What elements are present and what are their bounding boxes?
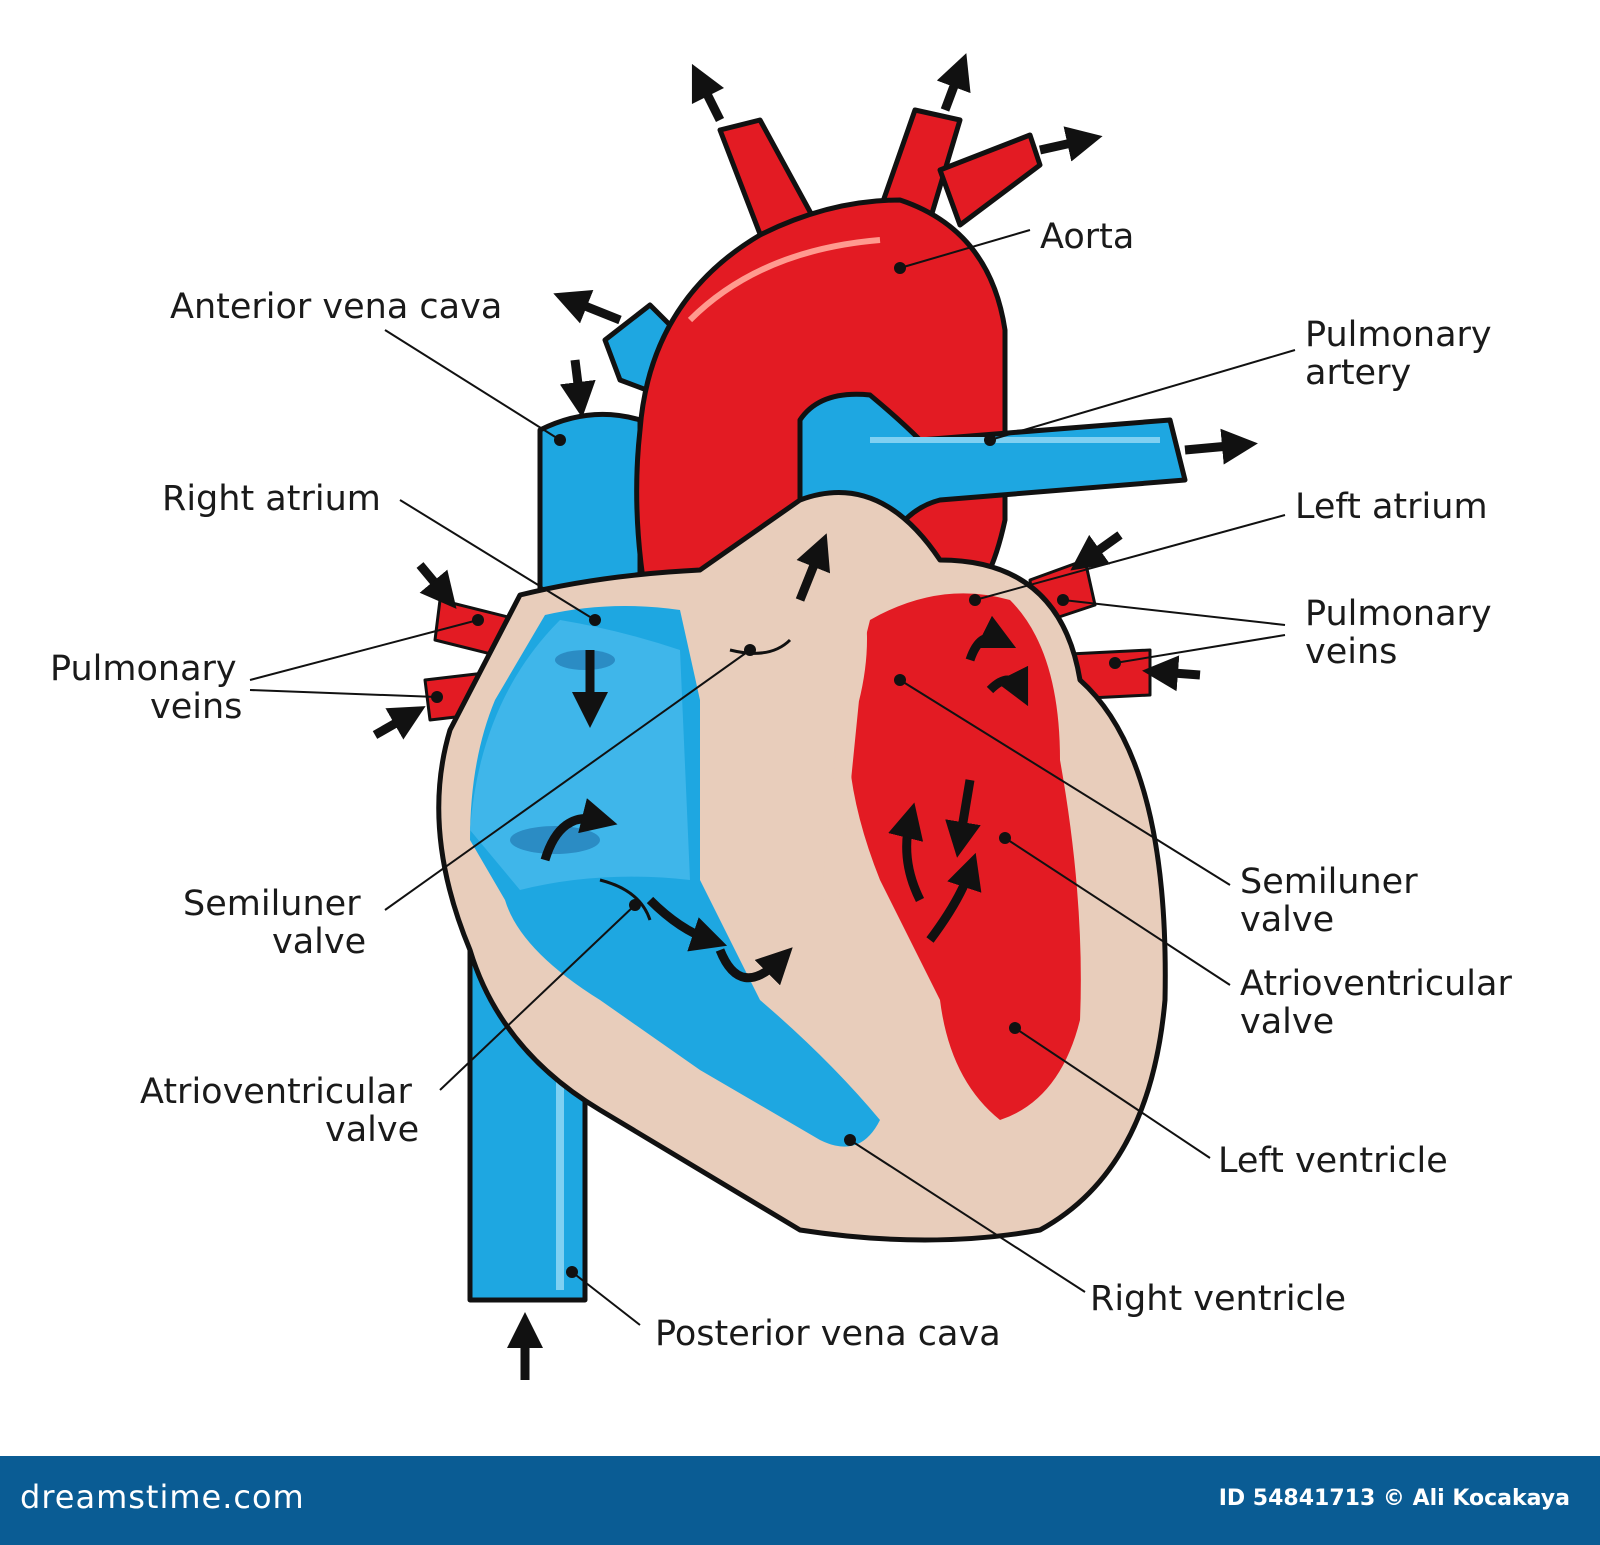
label-left-ventricle: Left ventricle (1218, 1141, 1448, 1181)
label-anterior-vena-cava: Anterior vena cava (170, 287, 502, 327)
av-valve-left-curve (599, 878, 652, 921)
label-pulmonary-artery-line2: artery (1305, 353, 1411, 393)
label-semilunar-left-line1: Semiluner (183, 884, 361, 924)
label-posterior-vena-cava: Posterior vena cava (655, 1314, 1001, 1354)
right-atrium-chamber (470, 620, 690, 890)
valve-disc-upper (555, 650, 615, 670)
label-pulmonary-veins-right-line1: Pulmonary (1305, 594, 1492, 634)
label-left-atrium: Left atrium (1295, 487, 1488, 527)
image-credit: ID 54841713 © Ali Kocakaya (1218, 1486, 1570, 1511)
label-right-ventricle: Right ventricle (1090, 1279, 1346, 1319)
label-av-valve-left-line1: Atrioventricular (140, 1072, 412, 1112)
label-pulmonary-veins-left-line1: Pulmonary (50, 649, 237, 689)
label-pulmonary-veins-right-line2: veins (1305, 632, 1397, 672)
label-av-valve-left-line2: valve (325, 1110, 419, 1150)
aorta-branch-3 (937, 132, 1043, 228)
leader-lines (249, 229, 1296, 1326)
label-av-valve-right-line1: Atrioventricular (1240, 964, 1512, 1004)
label-semilunar-right-line2: valve (1240, 900, 1334, 940)
watermark-brand: dreamstime.com (20, 1478, 305, 1516)
heart-illustration: Aorta Anterior vena cava Pulmonary arter… (50, 53, 1512, 1380)
semilunar-valve-right-curve (729, 638, 792, 655)
label-pulmonary-artery-line1: Pulmonary (1305, 315, 1492, 355)
label-av-valve-right-line2: valve (1240, 1002, 1334, 1042)
label-pulmonary-veins-left-line2: veins (150, 687, 242, 727)
flow-arrows (372, 53, 1258, 1380)
watermark-footer: dreamstime.com ID 54841713 © Ali Kocakay… (0, 1456, 1600, 1545)
septum (732, 546, 867, 901)
label-semilunar-right-line1: Semiluner (1240, 862, 1418, 902)
label-aorta: Aorta (1040, 217, 1134, 257)
label-semilunar-left-line2: valve (272, 922, 366, 962)
label-right-atrium: Right atrium (162, 479, 381, 519)
